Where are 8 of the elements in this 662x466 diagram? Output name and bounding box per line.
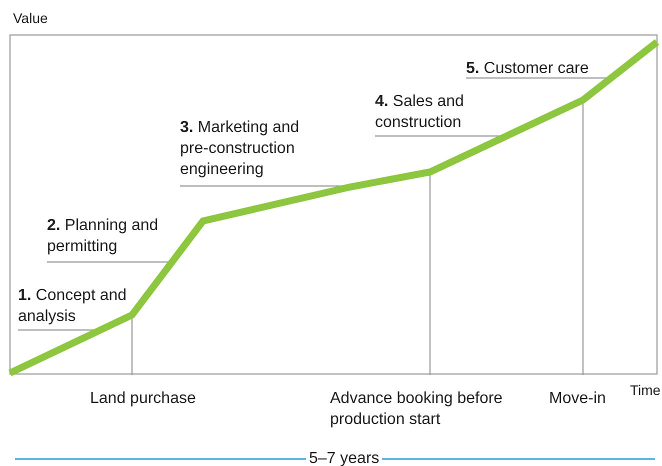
milestone-label: Advance booking before production start	[330, 388, 515, 430]
stage-label: 5. Customer care	[466, 58, 606, 79]
stage-label: 2. Planning and permitting	[47, 215, 167, 257]
milestone-label: Land purchase	[90, 388, 220, 409]
stage-label: 4. Sales and construction	[375, 91, 485, 133]
milestone-label: Move-in	[549, 388, 629, 409]
stage-label: 1. Concept and analysis	[18, 285, 138, 327]
stage-label: 3. Marketing and pre-construction engineering	[180, 117, 330, 180]
